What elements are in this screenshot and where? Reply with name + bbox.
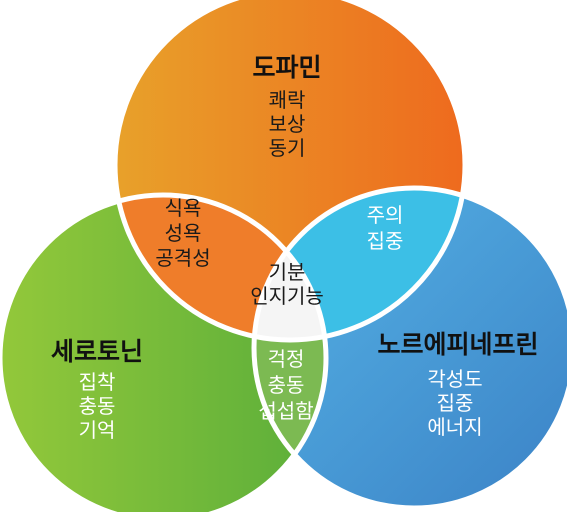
overlap-ds-item-1: 식욕 (165, 196, 202, 220)
overlap-dopamine-serotonin (115, 195, 326, 340)
center-item-1: 기분 (269, 260, 306, 284)
serotonin-item-3: 기억 (79, 418, 116, 442)
norepinephrine-item-2: 집중 (437, 391, 474, 415)
serotonin-outline (0, 192, 329, 512)
dopamine-title: 도파민 (252, 53, 321, 82)
center-item-2: 인지기능 (250, 284, 324, 308)
dopamine-item-1: 쾌락 (269, 88, 306, 112)
overlap-ds-item-3: 공격성 (155, 246, 210, 270)
serotonin-title: 세로토닌 (51, 337, 143, 366)
norepinephrine-outline (251, 185, 567, 511)
norepinephrine-item-3: 에너지 (427, 415, 482, 439)
overlap-dn-item-1: 주의 (367, 203, 404, 227)
overlap-dn-item-2: 집중 (367, 229, 404, 253)
dopamine-outline (112, 0, 468, 343)
overlap-sn-item-3: 섭섭함 (258, 399, 313, 423)
dopamine-item-2: 보상 (269, 112, 306, 136)
dopamine-item-3: 동기 (269, 136, 306, 160)
norepinephrine-title: 노르에피네프린 (377, 330, 538, 359)
overlap-sn-item-2: 충동 (268, 373, 305, 397)
serotonin-item-1: 집착 (79, 370, 116, 394)
overlap-dopamine-norepinephrine (254, 188, 465, 340)
overlap-ds-item-2: 성욕 (165, 221, 202, 245)
norepinephrine-item-1: 각성도 (427, 367, 482, 391)
serotonin-item-2: 충동 (79, 394, 116, 418)
overlap-sn-item-1: 걱정 (268, 347, 305, 371)
